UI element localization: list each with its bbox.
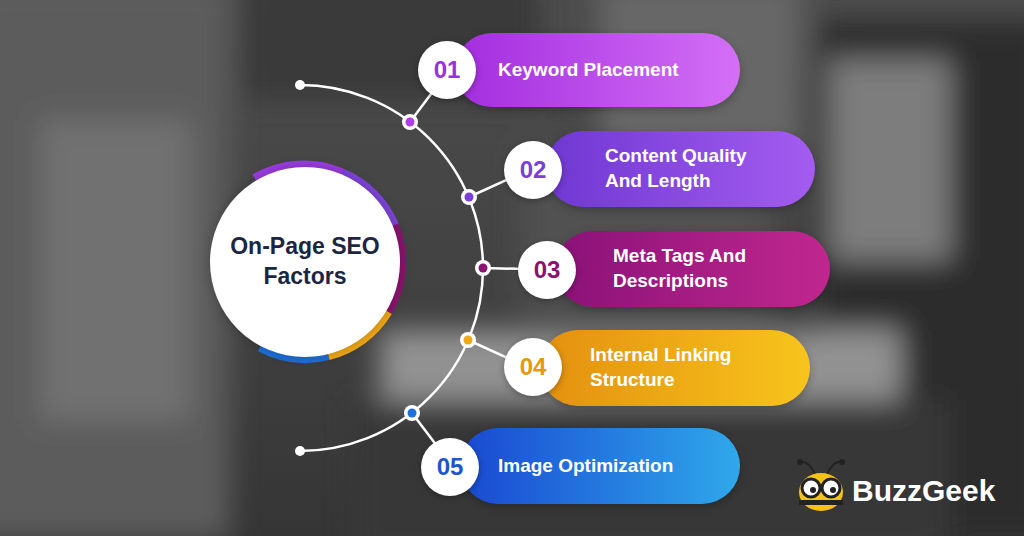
number-badge: 01 bbox=[418, 41, 476, 99]
factor-label: Keyword Placement bbox=[498, 58, 718, 83]
factor-pill: Meta Tags And Descriptions03 bbox=[555, 231, 830, 307]
hub-circle: On-Page SEO Factors bbox=[210, 167, 400, 357]
number-badge: 03 bbox=[518, 241, 576, 299]
factor-label: Internal Linking Structure bbox=[590, 343, 760, 392]
factor-label: Meta Tags And Descriptions bbox=[613, 244, 783, 293]
factor-pill: Keyword Placement01 bbox=[455, 33, 740, 107]
brand-name: BuzzGeek bbox=[852, 474, 995, 508]
callout-number: 05 bbox=[437, 453, 464, 481]
callout-number: 01 bbox=[434, 56, 461, 84]
factor-pill: Image Optimization05 bbox=[460, 428, 740, 504]
callout-number: 03 bbox=[534, 256, 561, 284]
stub-lines bbox=[410, 82, 525, 450]
factor-pill: Content Quality And Length02 bbox=[545, 131, 815, 207]
factor-pill: Internal Linking Structure04 bbox=[540, 330, 810, 406]
number-badge: 02 bbox=[504, 141, 562, 199]
bee-logo-icon bbox=[797, 459, 845, 511]
callout-number: 02 bbox=[520, 156, 547, 184]
arc-dots bbox=[402, 114, 491, 421]
arc-end-dot bbox=[295, 446, 305, 456]
factor-label: Content Quality And Length bbox=[605, 144, 775, 193]
factor-label: Image Optimization bbox=[498, 454, 718, 479]
callout-number: 04 bbox=[520, 353, 547, 381]
number-badge: 05 bbox=[421, 438, 479, 496]
arc-end-dot bbox=[295, 80, 305, 90]
number-badge: 04 bbox=[504, 338, 562, 396]
hub-title: On-Page SEO Factors bbox=[230, 232, 380, 292]
